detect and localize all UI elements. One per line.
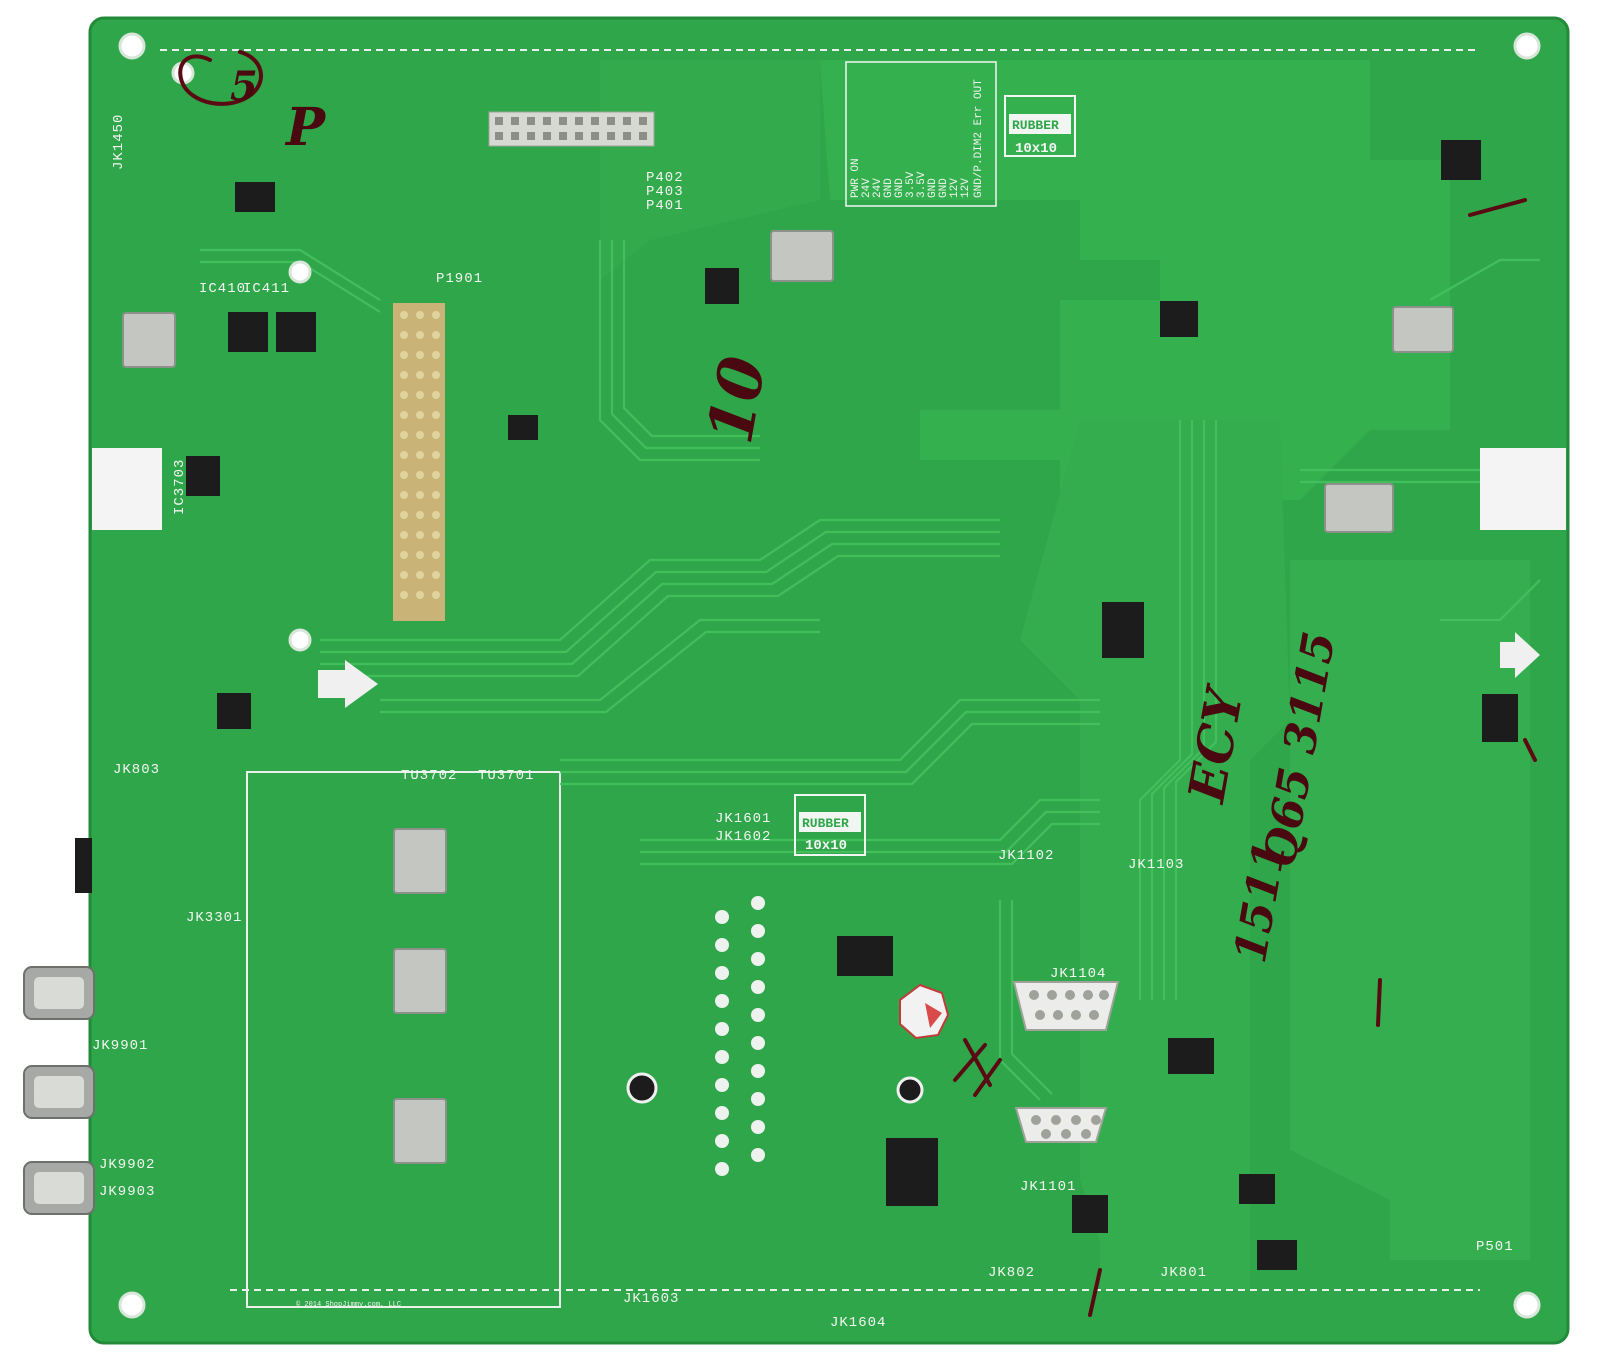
rubber-pad-marking-mid: RUBBER 10x10 [794, 794, 866, 856]
label-jk1103: JK1103 [1128, 857, 1184, 873]
svg-text:3.5V: 3.5V [905, 171, 917, 198]
rca-jacks [23, 966, 95, 1215]
power-pinout-table: PWR ON 24V 24V GND GND 3.5V 3.5V GND GND… [845, 61, 997, 207]
label-jk3301: JK3301 [186, 910, 242, 926]
tuner-outline [246, 771, 561, 1308]
svg-text:GND/P.DIM2 Err OUT: GND/P.DIM2 Err OUT [973, 79, 985, 198]
shield-clips [122, 230, 1454, 1164]
label-jk9901: JK9901 [92, 1038, 148, 1054]
plastic-standoff [899, 983, 950, 1040]
label-jk1102: JK1102 [998, 848, 1054, 864]
label-jk1104: JK1104 [1050, 966, 1106, 982]
ic-chips [186, 140, 1518, 1270]
svg-text:10x10: 10x10 [1015, 141, 1057, 157]
label-tu3701: TU3701 [478, 768, 534, 784]
rubber-pad-marking-top: RUBBER 10x10 [1004, 95, 1076, 157]
label-p1901: P1901 [436, 271, 483, 287]
label-jk1604: JK1604 [830, 1315, 886, 1331]
svg-text:GND: GND [883, 178, 895, 198]
label-p402: P402 [646, 170, 684, 186]
label-tu3702: TU3702 [401, 768, 457, 784]
svg-text:24V: 24V [872, 178, 884, 198]
svg-text:RUBBER: RUBBER [1012, 118, 1059, 133]
label-jk1601: JK1601 [715, 811, 771, 827]
marker-number-10: 10 [693, 351, 780, 449]
marker-letter-p: P [284, 97, 327, 158]
arrow-marking [318, 660, 378, 708]
svg-text:24V: 24V [861, 178, 873, 198]
label-ic3703: IC3703 [172, 459, 188, 515]
mounting-holes [118, 32, 1541, 1319]
svg-text:GND: GND [894, 178, 906, 198]
label-p401: P401 [646, 198, 684, 214]
label-jk1101: JK1101 [1020, 1179, 1076, 1195]
label-p501: P501 [1476, 1239, 1514, 1255]
copyright-label: © 2014 ShopJimmy.com, LLC [296, 1300, 401, 1309]
svg-text:3.5V: 3.5V [916, 171, 928, 198]
svg-text:GND: GND [927, 178, 939, 198]
label-jk1603: JK1603 [623, 1291, 679, 1307]
svg-text:PWR ON: PWR ON [850, 158, 862, 198]
label-jk9903: JK9903 [99, 1184, 155, 1200]
label-ic411: IC411 [243, 281, 290, 297]
arrow-marking-right [1500, 632, 1540, 678]
svg-text:12V: 12V [949, 178, 961, 198]
silkscreen-labels: JK1450 IC410 IC411 IC3703 P1901 P402 P40… [92, 114, 1514, 1331]
svg-text:10x10: 10x10 [805, 838, 847, 854]
svg-text:12V: 12V [960, 178, 972, 198]
label-jk801: JK801 [1160, 1265, 1207, 1281]
label-jk1602: JK1602 [715, 829, 771, 845]
label-p403: P403 [646, 184, 684, 200]
label-jk9902: JK9902 [99, 1157, 155, 1173]
label-ic410: IC410 [199, 281, 246, 297]
label-jk1450: JK1450 [111, 114, 127, 170]
label-jk802: JK802 [988, 1265, 1035, 1281]
label-jk803: JK803 [113, 762, 160, 778]
svg-text:RUBBER: RUBBER [802, 816, 849, 831]
svg-text:GND: GND [938, 178, 950, 198]
marker-digit-5: 5 [230, 63, 258, 110]
